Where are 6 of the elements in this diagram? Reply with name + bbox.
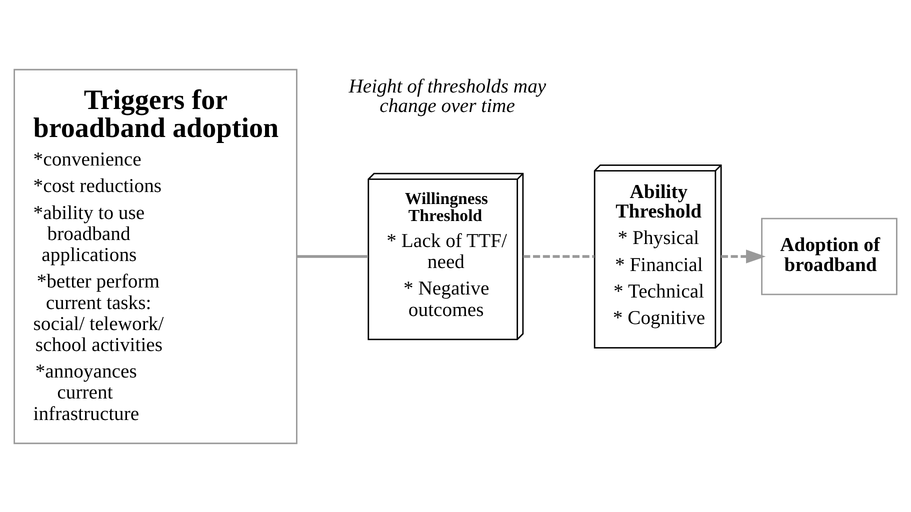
- label: Height of thresholds may change over time: [348, 74, 546, 117]
- connector: [523, 254, 594, 258]
- connector: [296, 254, 368, 258]
- arrow: [721, 249, 766, 263]
- node-box: Adoption of broadband: [761, 217, 898, 295]
- node-box: Triggers for broadband adoption *convenience *cost reductions *ability to use broadband applications *better perform current tasks: social/ telework/ school activities *annoyances current infrastructure: [14, 68, 298, 444]
